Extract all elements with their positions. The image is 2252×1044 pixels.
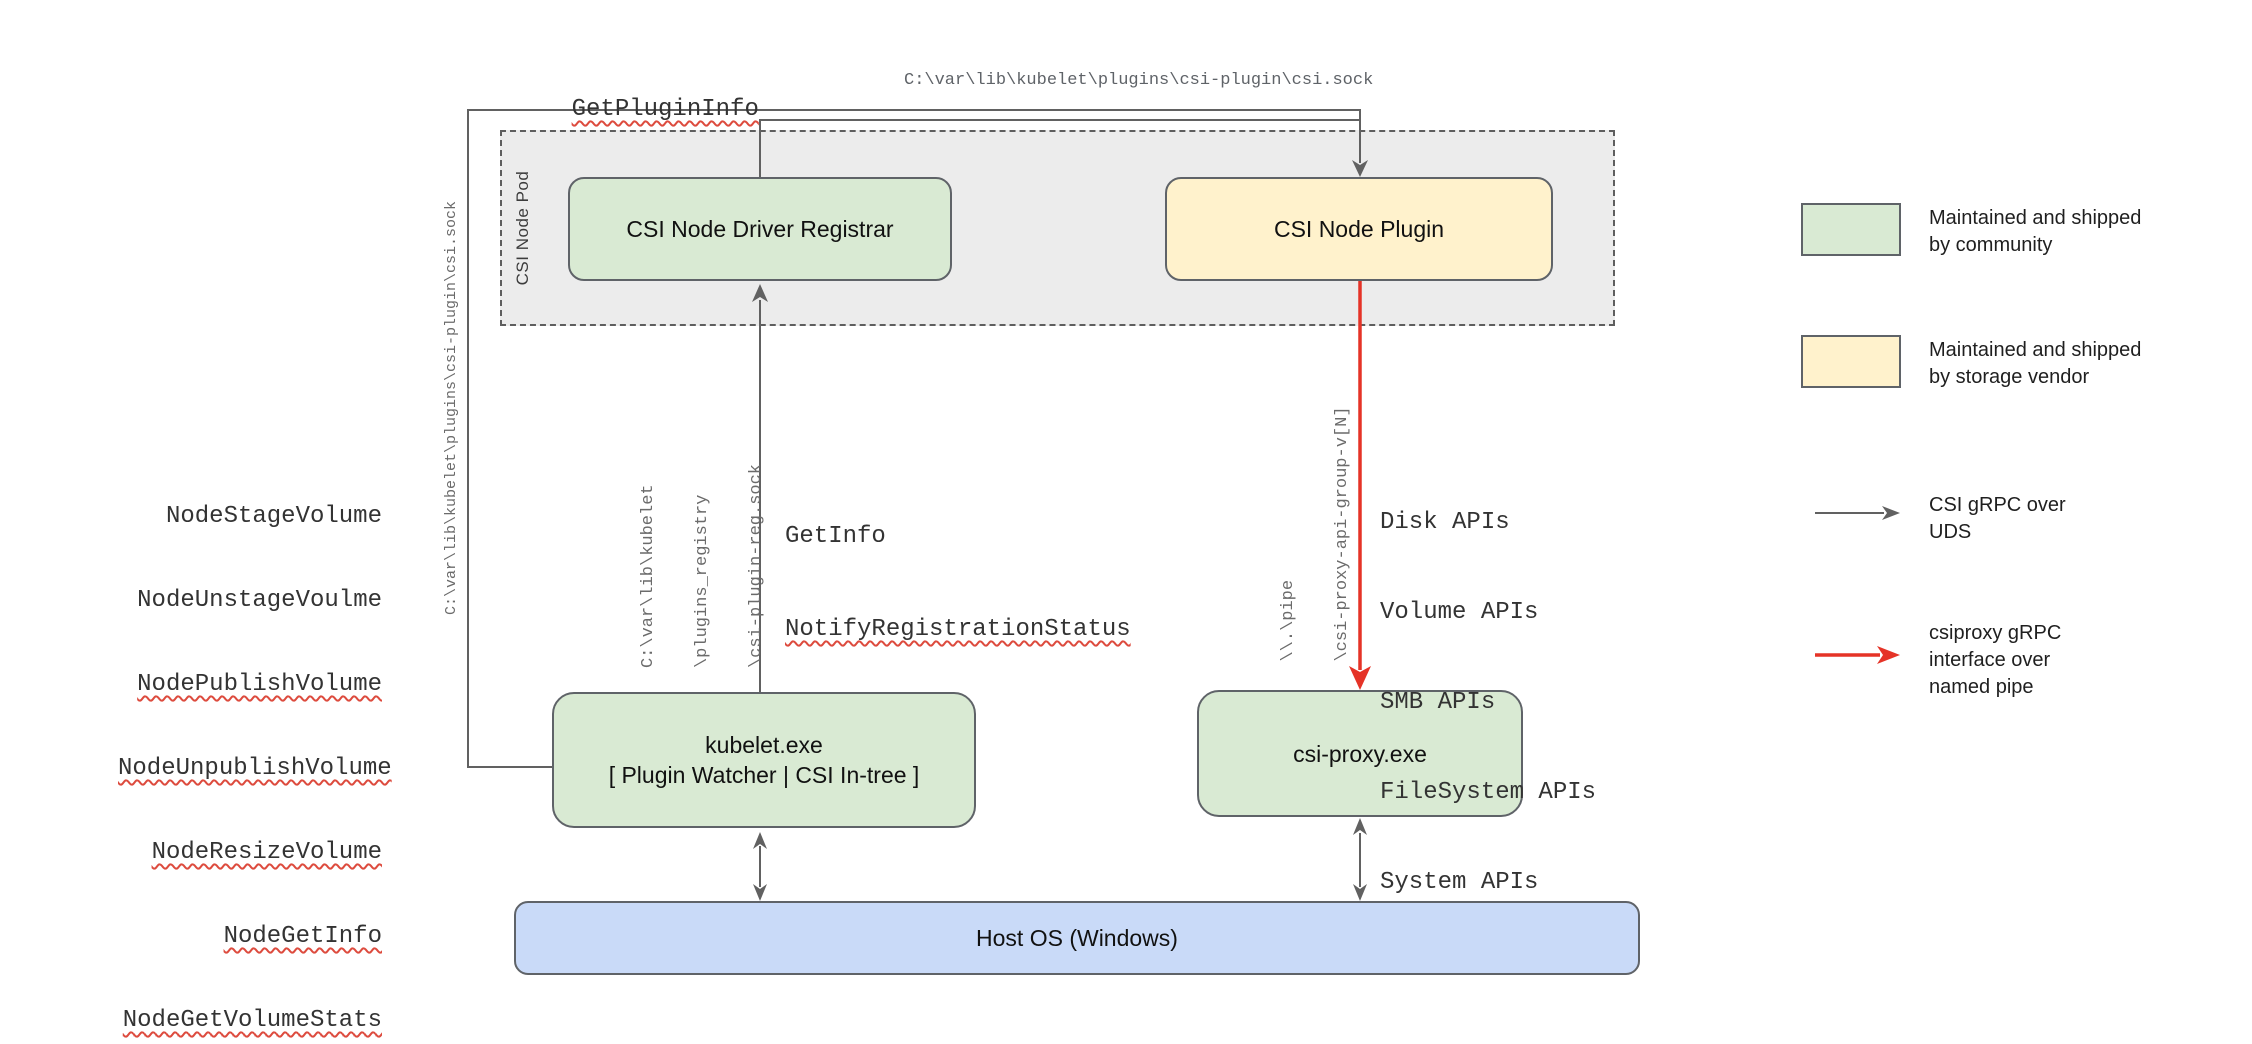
registrar-to-plugin-line [759, 119, 1360, 177]
kubelet-label-line2: [ Plugin Watcher | CSI In-tree ] [608, 762, 920, 788]
csi-proxy-box: csi-proxy.exe [1197, 690, 1523, 817]
registrar-label: CSI Node Driver Registrar [626, 216, 894, 242]
get-plugin-info-label: GetPluginInfo [571, 96, 759, 123]
legend-community-label: Maintained and shipped by community [1929, 207, 2142, 256]
arrowhead-up-csiproxy [1353, 818, 1367, 835]
api-call-item: System APIs [1380, 869, 1539, 896]
arrowhead-down-hostos-left [753, 884, 767, 901]
csi-proxy-label: csi-proxy.exe [1293, 740, 1427, 767]
arrowhead-into-registrar [752, 284, 768, 302]
legend-gray-arrowhead [1882, 506, 1900, 520]
csi-sock-path-top-label: C:\var\lib\kubelet\plugins\csi-plugin\cs… [904, 71, 1374, 90]
arrowhead-up-kubelet [753, 832, 767, 849]
csi-node-plugin-box: CSI Node Plugin [1165, 177, 1553, 281]
node-call-item: NodePublishVolume [137, 671, 382, 698]
legend-named-pipe-label: csiproxy gRPC interface over named pipe [1929, 622, 2062, 698]
csi-node-pod-label: CSI Node Pod [513, 170, 532, 286]
kubelet-label-line1: kubelet.exe [705, 732, 823, 758]
arrowhead-into-plugin [1352, 160, 1368, 177]
kubelet-to-plugin-line [467, 109, 1361, 768]
host-os-label: Host OS (Windows) [976, 925, 1178, 951]
plugin-label: CSI Node Plugin [1273, 216, 1445, 242]
api-call-item: SMB APIs [1380, 689, 1496, 716]
legend-red-arrowhead [1877, 646, 1900, 664]
api-call-item: Volume APIs [1380, 599, 1539, 626]
pipe-path-label: \\.\pipe \csi-proxy-api-group-v[N] [1279, 406, 1352, 662]
csi-sock-path-left-label: C:\var\lib\kubelet\plugins\csi-plugin\cs… [443, 200, 460, 616]
registry-path-label: C:\var\lib\kubelet \plugins_registry \cs… [639, 463, 766, 669]
api-call-item: Disk APIs [1380, 509, 1510, 536]
node-call-item: NodeGetVolumeStats [122, 1007, 382, 1034]
registrar-call-item: GetInfo [785, 523, 886, 550]
legend-uds-label: CSI gRPC over UDS [1929, 494, 2066, 543]
api-calls-list: Disk APIs Volume APIs SMB APIs FileSyste… [1380, 448, 1596, 958]
legend-vendor-label: Maintained and shipped by storage vendor [1929, 339, 2142, 388]
legend-community-swatch [1801, 203, 1901, 256]
kubelet-box: kubelet.exe [ Plugin Watcher | CSI In-tr… [552, 692, 976, 828]
node-call-item: NodeUnstageVoulme [137, 587, 382, 614]
red-arrowhead-into-csiproxy [1349, 666, 1371, 690]
registrar-calls-list: GetInfo NotifyRegistrationStatus [785, 459, 1131, 707]
node-call-item: NodeResizeVolume [151, 839, 382, 866]
csi-node-driver-registrar-box: CSI Node Driver Registrar [568, 177, 952, 281]
host-os-box: Host OS (Windows) [514, 901, 1640, 975]
node-call-item: NodeUnpublishVolume [118, 755, 392, 782]
node-calls-list: NodeStageVolume NodeUnstageVoulme NodePu… [118, 447, 392, 1044]
node-call-item: NodeStageVolume [165, 503, 382, 530]
api-call-item: FileSystem APIs [1380, 779, 1597, 806]
legend-vendor-swatch [1801, 335, 1901, 388]
arrowhead-down-hostos-right [1353, 884, 1367, 901]
node-call-item: NodeGetInfo [223, 923, 382, 950]
registrar-call-item: NotifyRegistrationStatus [785, 616, 1131, 643]
